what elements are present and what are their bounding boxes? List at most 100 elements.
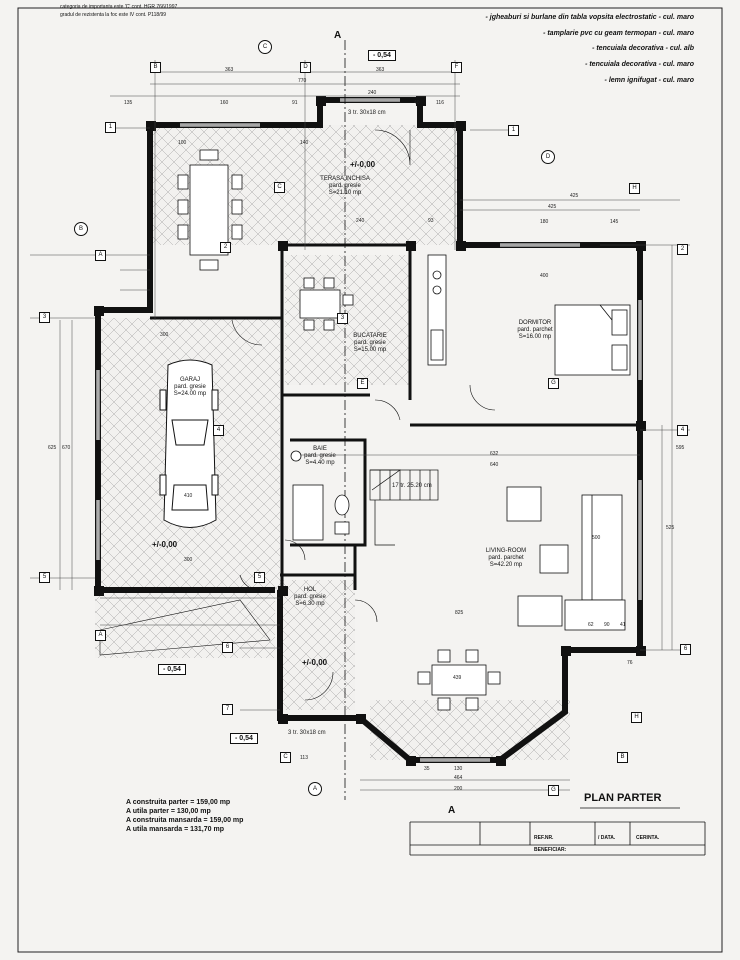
dim-label: 40 [414, 100, 420, 106]
room-name-bucatarie: BUCATARIE [353, 333, 387, 339]
hol-floor [280, 580, 355, 710]
room-label-living: LIVING-ROOM pard. parchet S=42.20 mp [486, 548, 526, 569]
note-plaster-white: - tencuiala decorativa - cul. alb [592, 45, 694, 52]
dim-label: 113 [300, 755, 308, 761]
interior-walls [150, 243, 640, 590]
room-name-dormitor: DORMITOR [518, 320, 552, 326]
bay-steps [364, 717, 561, 763]
axis-c-bottom: C [280, 752, 291, 763]
note-gutters: - jgheaburi si burlane din tabla vopsita… [485, 14, 695, 21]
level-terasa: +/-0,00 [350, 160, 376, 169]
section-d-marker: D [541, 150, 555, 164]
window-glass-lines [97, 99, 641, 761]
room-label-terasa: TERASA INCHISA pard. gresie S=21.10 mp [320, 176, 370, 197]
dim-label: 525 [666, 525, 675, 531]
dim-label: 240 [356, 218, 365, 224]
plan-title: PLAN PARTER [584, 792, 662, 804]
room-name-hol: HOL [303, 587, 317, 593]
level-left: - 0,54 [158, 664, 186, 675]
level-top: - 0,54 [368, 50, 396, 61]
dim-label: 595 [676, 445, 685, 451]
dim-label: 130 [454, 766, 463, 772]
dim-label: 670 [62, 445, 71, 451]
living-furniture [506, 486, 626, 631]
dim-label: 425 [548, 204, 557, 210]
room-finish-bucatarie: pard. gresie [354, 340, 386, 346]
room-label-bucatarie: BUCATARIE pard. gresie S=15.00 mp [353, 333, 386, 354]
area-summary: A construita parter = 159,00 mp A utila … [126, 798, 243, 834]
dim-label: 300 [160, 332, 169, 338]
dim-label: 363 [225, 67, 234, 73]
area-usable-attic: A utila mansarda = 131,70 mp [126, 826, 224, 833]
room-area-hol: S=6.30 mp [295, 601, 325, 607]
axis-3: 3 [39, 312, 50, 323]
axis-c: C [274, 182, 285, 193]
axis-d: D [300, 62, 311, 73]
axis-h: H [629, 183, 640, 194]
dim-label: 300 [184, 557, 193, 563]
dimension-lines [30, 60, 690, 791]
room-finish-dormitor: pard. parchet [517, 327, 553, 333]
room-name-baie: BAIE [313, 446, 327, 452]
dim-label: 100 [178, 140, 187, 146]
bay-dining-set [417, 649, 501, 711]
dim-label: 160 [220, 100, 229, 106]
title-block-beneficiary: BENEFICIAR: [534, 847, 567, 853]
header-note-category: categoria de importanta este 'C' cont. H… [60, 4, 178, 10]
section-a-top: A [334, 30, 342, 41]
axis-5: 5 [39, 572, 50, 583]
section-b-marker: B [74, 222, 88, 236]
room-label-hol: HOL pard. gresie S=6.30 mp [294, 587, 326, 608]
room-area-baie: S=4.40 mp [305, 460, 335, 466]
dim-label: 500 [592, 535, 601, 541]
room-name-terasa: TERASA INCHISA [320, 176, 370, 182]
door-swings [231, 129, 496, 701]
room-name-garaj: GARAJ [179, 377, 200, 383]
dim-label: 200 [454, 786, 463, 792]
dim-label: 116 [436, 100, 444, 106]
staircase [369, 469, 439, 546]
garage-ramp [99, 599, 271, 656]
axis-b: B [150, 62, 161, 73]
dim-label: 76 [627, 660, 633, 666]
sheet-border [17, 7, 723, 953]
dim-label: 410 [184, 493, 193, 499]
dim-label: 400 [540, 273, 549, 279]
bathroom-fixtures [290, 450, 350, 541]
dim-label: 640 [490, 462, 499, 468]
room-name-living: LIVING-ROOM [485, 548, 527, 554]
title-block-requirement: CERINTA. [636, 835, 660, 841]
axis-3-inner: 3 [337, 313, 348, 324]
axis-a: A [95, 250, 106, 261]
section-a-bottom: A [448, 805, 456, 816]
dim-label: 464 [454, 775, 463, 781]
room-area-dormitor: S=16.00 mp [518, 334, 552, 340]
area-built-ground: A construita parter = 159,00 mp [126, 799, 231, 806]
axis-f: F [451, 62, 462, 73]
title-block-ref: REF.NR. [534, 835, 554, 841]
kitchen-counter [427, 254, 447, 366]
note-wood: - lemn ignifugat - cul. maro [604, 77, 694, 84]
dim-label: 140 [300, 140, 309, 146]
axis-2-inner: 2 [220, 242, 231, 253]
room-label-dormitor: DORMITOR pard. parchet S=16.00 mp [517, 320, 552, 341]
room-finish-living: pard. parchet [488, 555, 524, 561]
level-bottom: - 0,54 [230, 733, 258, 744]
dim-label: 625 [48, 445, 57, 451]
dim-label: 632 [490, 451, 499, 457]
note-windows: - tamplarie pvc cu geam termopan - cul. … [543, 30, 694, 37]
steps-top-label: 3 tr. 30x18 cm [348, 110, 386, 116]
dim-label: 439 [453, 675, 462, 681]
axis-1-left: 1 [105, 122, 116, 133]
room-area-terasa: S=21.10 mp [328, 190, 362, 196]
section-a-marker: A [308, 782, 322, 796]
car [159, 359, 219, 528]
room-area-garaj: S=24.00 mp [173, 391, 207, 397]
dim-label: 240 [368, 90, 377, 96]
dim-label: 35 [424, 766, 430, 772]
axis-1-right: 1 [508, 125, 519, 136]
room-finish-baie: pard. gresie [304, 453, 336, 459]
axis-6-right: 6 [680, 644, 691, 655]
stair-label: 17 tr. 25.20 cm [392, 483, 432, 489]
